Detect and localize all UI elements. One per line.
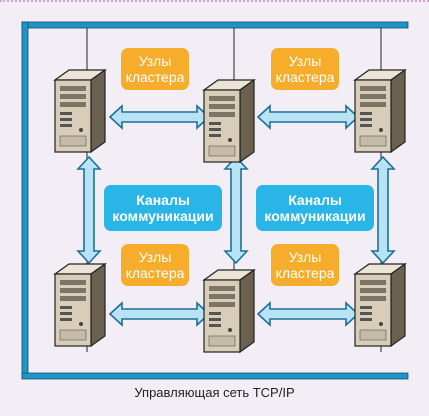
server-icon (54, 263, 106, 347)
network-caption: Управляющая сеть TCP/IP (134, 385, 295, 400)
cluster-nodes-label-bottom-right: Узлы кластера (271, 244, 339, 286)
cluster-nodes-label-top-left: Узлы кластера (121, 48, 189, 90)
server-icon (354, 69, 406, 153)
server-icon (54, 69, 106, 153)
communication-channels-label-right: Каналы коммуникации (256, 185, 374, 231)
management-network (21, 21, 409, 380)
server-icon (203, 269, 255, 353)
server-icon (354, 263, 406, 347)
server-icon (203, 79, 255, 163)
cluster-nodes-label-top-right: Узлы кластера (271, 48, 339, 90)
cluster-nodes-label-bottom-left: Узлы кластера (121, 244, 189, 286)
communication-channels-label-left: Каналы коммуникации (104, 185, 222, 231)
